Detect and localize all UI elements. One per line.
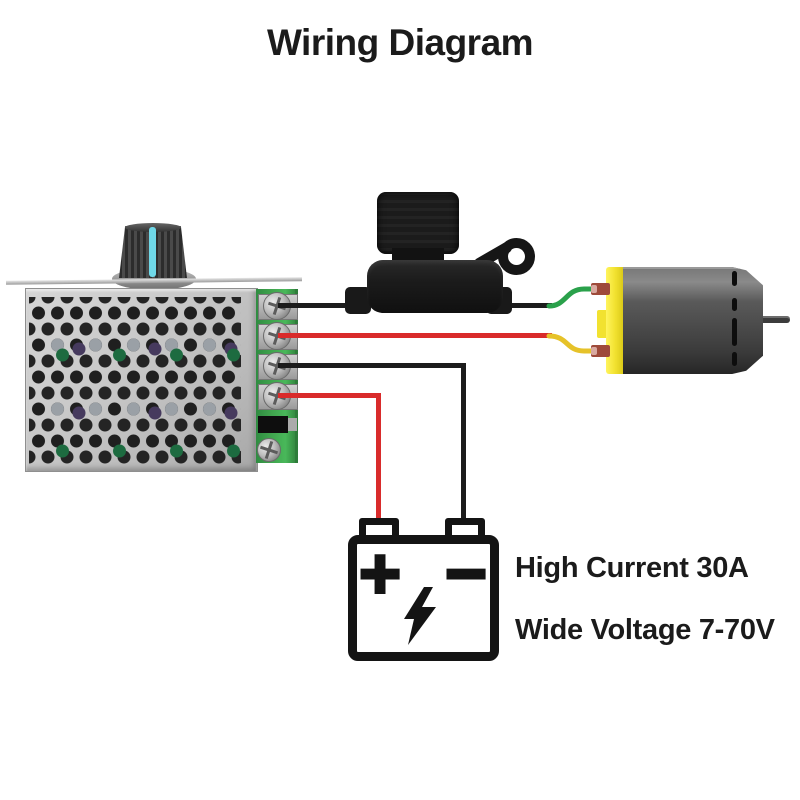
green-wire-motor-positive	[546, 286, 601, 309]
trimmer-component	[258, 416, 288, 433]
ventilation-holes	[29, 297, 241, 465]
motor-shaft	[762, 316, 790, 323]
black-wire-to-battery-negative	[278, 363, 466, 368]
mounting-screw	[257, 438, 281, 462]
yellow-wire-motor-negative	[546, 333, 601, 354]
fuse-holder-loop	[498, 238, 535, 275]
inline-fuse-holder	[367, 260, 503, 313]
fuse-wire-boot-left	[345, 287, 371, 314]
black-wire-controller-to-fuse	[278, 303, 358, 308]
page-title: Wiring Diagram	[266, 22, 534, 63]
motor-lead-wires	[546, 286, 601, 354]
black-wire-to-battery-negative-drop	[461, 363, 466, 523]
motor-vent-slot	[732, 298, 737, 311]
controller-case	[25, 288, 258, 472]
battery-positive-post	[359, 518, 399, 542]
spec-high-current: High Current 30A	[515, 552, 749, 584]
motor-terminal-positive	[591, 283, 610, 295]
red-wire-controller-to-motor	[278, 333, 552, 338]
motor-vent-slot	[732, 352, 737, 366]
battery-negative-label: −	[443, 534, 488, 614]
battery-negative-post	[445, 518, 485, 542]
lightning-bolt-icon	[404, 587, 436, 645]
red-wire-to-battery-positive	[278, 393, 381, 398]
motor-vent-slot	[732, 318, 737, 346]
knob-indicator-line-icon	[149, 227, 156, 277]
motor-vent-slot	[732, 271, 737, 286]
spec-wide-voltage: Wide Voltage 7-70V	[515, 614, 775, 646]
motor-terminal-negative	[591, 345, 610, 357]
battery-positive-label: +	[357, 534, 402, 614]
trimmer-component-edge	[288, 418, 297, 431]
fuse-holder-cap	[377, 192, 459, 254]
red-wire-to-battery-positive-drop	[376, 393, 381, 523]
motor-end-cap	[606, 267, 624, 374]
black-wire-fuse-to-motor	[498, 303, 552, 308]
dc-motor-body	[623, 267, 763, 374]
